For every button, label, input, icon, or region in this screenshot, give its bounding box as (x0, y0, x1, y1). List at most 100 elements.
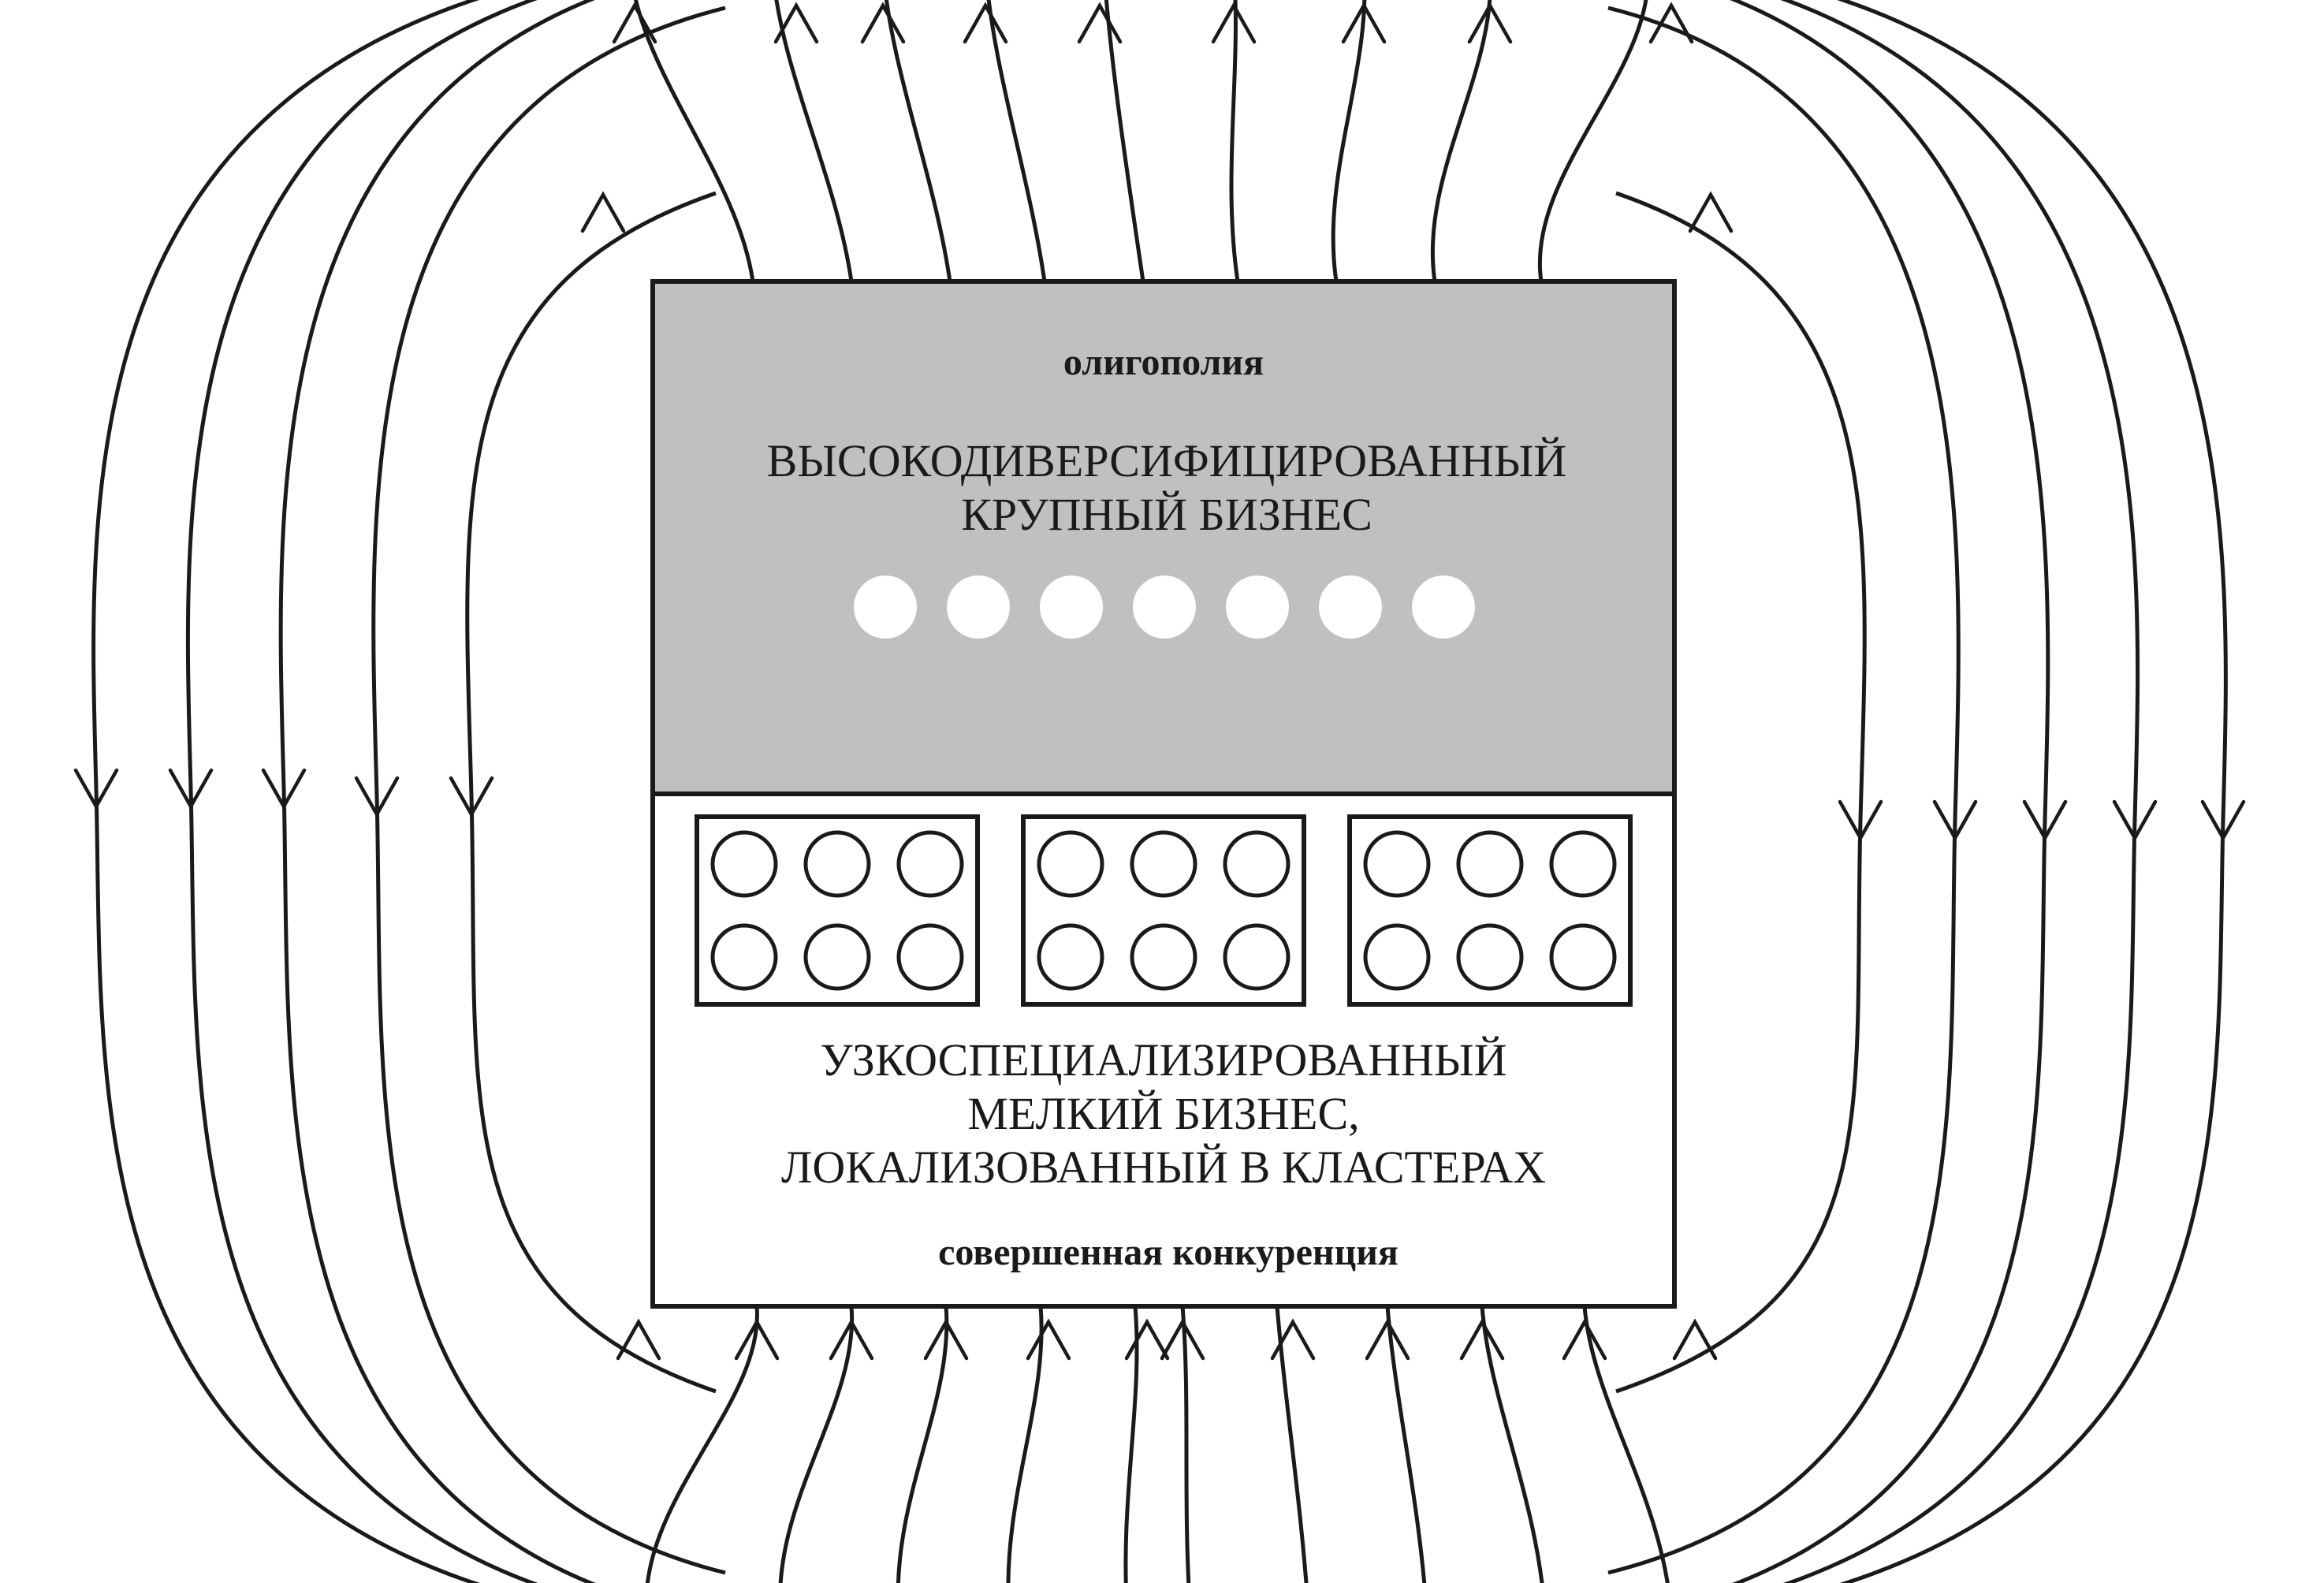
small-business-title-line-2: МЕЛКИЙ БИЗНЕС, (967, 1088, 1359, 1139)
field-line-right (1779, 0, 2140, 1583)
firm-cluster (1347, 814, 1633, 1007)
arrow-up-icon (1467, 2, 1513, 44)
field-line-right (1615, 191, 1867, 1394)
small-firm-circle (1456, 923, 1524, 991)
oligopoly-label: олигополия (1063, 341, 1264, 383)
small-firm-circle (710, 923, 778, 991)
arrow-up-icon (963, 2, 1008, 44)
field-line-inner (1104, 0, 1145, 282)
large-firm-dot (1319, 575, 1382, 639)
large-firm-dot (1226, 575, 1289, 639)
arrow-up-icon (580, 191, 626, 233)
field-line-right (1836, 0, 2228, 1583)
large-firm-dot (947, 575, 1010, 639)
arrow-up-icon (1270, 1318, 1316, 1361)
arrow-up-icon (1341, 2, 1387, 44)
field-line-inner (1385, 1306, 1427, 1583)
arrow-up-icon (1124, 1318, 1170, 1361)
large-firm-dot (1040, 575, 1103, 639)
arrow-down-icon (168, 768, 214, 810)
field-line-inner (884, 0, 952, 282)
field-line-inner (1537, 0, 1648, 282)
arrow-up-icon (1026, 1318, 1071, 1361)
field-line-inner (1229, 0, 1240, 282)
field-line-left (371, 6, 726, 1575)
arrow-down-icon (1838, 799, 1883, 842)
field-line-inner (778, 1306, 855, 1583)
large-business-title-line-1: ВЫСОКОДИВЕРСИФИЦИРОВАННЫЙ (767, 435, 1567, 486)
arrow-down-icon (449, 776, 494, 818)
arrow-up-icon (829, 1318, 874, 1361)
arrow-up-icon (616, 1318, 661, 1361)
arrow-up-icon (1365, 1318, 1410, 1361)
field-line-inner (1123, 1306, 1139, 1583)
field-line-inner (1480, 1306, 1544, 1583)
arrow-down-icon (2200, 799, 2246, 842)
large-firms-row (854, 575, 1475, 639)
field-line-inner (1180, 1306, 1191, 1583)
arrow-up-icon (734, 1318, 780, 1361)
small-firm-circle (1549, 830, 1617, 898)
arrow-up-icon (1077, 2, 1123, 44)
small-firm-circle (710, 830, 778, 898)
firm-cluster (1021, 814, 1306, 1007)
arrow-up-icon (1688, 191, 1734, 233)
field-line-inner (986, 0, 1047, 282)
small-firm-circle (1130, 923, 1197, 991)
field-line-left (91, 0, 481, 1583)
arrow-up-icon (1562, 1318, 1607, 1361)
field-line-inner (1275, 1306, 1309, 1583)
arrow-up-icon (612, 2, 657, 44)
field-line-inner (774, 0, 854, 282)
large-business-title-line-2: КРУПНЫЙ БИЗНЕС (961, 489, 1372, 540)
field-line-inner (1006, 1306, 1044, 1583)
field-arrows (73, 2, 2246, 1361)
field-line-inner (1582, 1306, 1670, 1583)
small-firm-circle (896, 923, 964, 991)
field-lines (91, 0, 2228, 1583)
small-firm-circle (1037, 830, 1104, 898)
field-line-inner (1430, 0, 1492, 282)
small-firm-circle (1549, 923, 1617, 991)
field-line-right (1607, 6, 1961, 1575)
small-firm-circle (1456, 830, 1524, 898)
large-firm-dot (1133, 575, 1196, 639)
arrow-up-icon (1160, 1318, 1205, 1361)
firm-cluster (695, 814, 980, 1007)
field-line-left (465, 191, 717, 1394)
field-line-inner (633, 0, 755, 282)
small-business-title-line-3: ЛОКАЛИЗОВАННЫЙ В КЛАСТЕРАХ (781, 1142, 1546, 1193)
arrow-down-icon (1932, 799, 1978, 842)
arrow-up-icon (1648, 2, 1694, 44)
small-firm-circle (1223, 830, 1290, 898)
field-line-inner (1331, 0, 1367, 282)
arrow-up-icon (1672, 1318, 1718, 1361)
small-firm-circle (1037, 923, 1104, 991)
arrow-up-icon (1459, 1318, 1505, 1361)
arrow-down-icon (73, 768, 119, 810)
perfect-competition-label: совершенная конкуренция (938, 1231, 1398, 1273)
small-firm-circle (803, 923, 871, 991)
field-line-left (278, 0, 596, 1583)
small-firm-circle (896, 830, 964, 898)
field-line-right (1729, 0, 2050, 1583)
oligopoly-panel (650, 279, 1677, 796)
large-firm-dot (1412, 575, 1475, 639)
arrow-down-icon (354, 776, 400, 818)
field-line-inner (645, 1306, 759, 1583)
small-firm-circle (1363, 923, 1431, 991)
arrow-down-icon (2112, 799, 2158, 842)
small-firm-circle (1130, 830, 1197, 898)
field-line-left (185, 0, 538, 1583)
small-firm-circle (1363, 830, 1431, 898)
arrow-up-icon (923, 1318, 969, 1361)
arrow-down-icon (2022, 799, 2068, 842)
small-business-title-line-1: УЗКОСПЕЦИАЛИЗИРОВАННЫЙ (820, 1034, 1507, 1086)
arrow-up-icon (860, 2, 906, 44)
small-firm-circle (803, 830, 871, 898)
large-firm-dot (854, 575, 917, 639)
clusters-row (695, 814, 1633, 1007)
field-line-inner (896, 1306, 949, 1583)
arrow-down-icon (261, 768, 307, 810)
